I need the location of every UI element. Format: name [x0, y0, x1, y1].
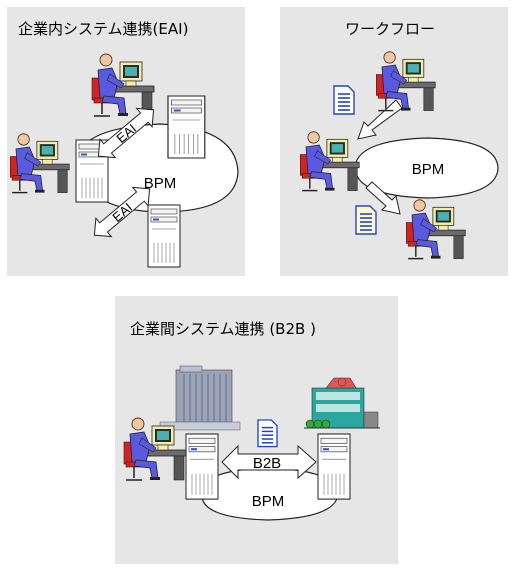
server-tower-icon	[167, 95, 206, 159]
workflow-panel-title: ワークフロー	[345, 20, 436, 38]
eai-bpm-label: BPM	[144, 175, 177, 192]
document-icon	[257, 419, 278, 448]
factory-building-icon	[304, 377, 380, 429]
b2b-panel-title: 企業間システム連携 (B2B )	[130, 320, 316, 338]
b2b-bpm-label: BPM	[252, 493, 285, 510]
workflow-bpm-label: BPM	[412, 161, 445, 178]
eai-panel-title: 企業内システム連携(EAI)	[18, 20, 189, 38]
document-icon	[355, 205, 377, 235]
workflow-arrow-out	[365, 181, 401, 215]
person-at-computer-icon	[375, 50, 436, 112]
server-tower-icon	[147, 204, 181, 268]
person-at-computer-icon	[91, 52, 155, 117]
server-tower-icon	[317, 433, 351, 500]
office-building-icon	[159, 365, 241, 431]
eai-arrow-bottom: EAI	[93, 186, 151, 238]
workflow-bpm-ellipse	[354, 137, 499, 199]
b2b-double-arrow	[221, 444, 317, 480]
b2b-arrow-label: B2B	[253, 455, 281, 472]
person-at-computer-icon	[299, 130, 360, 192]
server-tower-icon	[185, 433, 219, 500]
workflow-arrow-in	[357, 99, 403, 140]
person-at-computer-icon	[405, 198, 466, 260]
person-at-computer-icon	[9, 132, 70, 194]
document-icon	[333, 85, 355, 115]
